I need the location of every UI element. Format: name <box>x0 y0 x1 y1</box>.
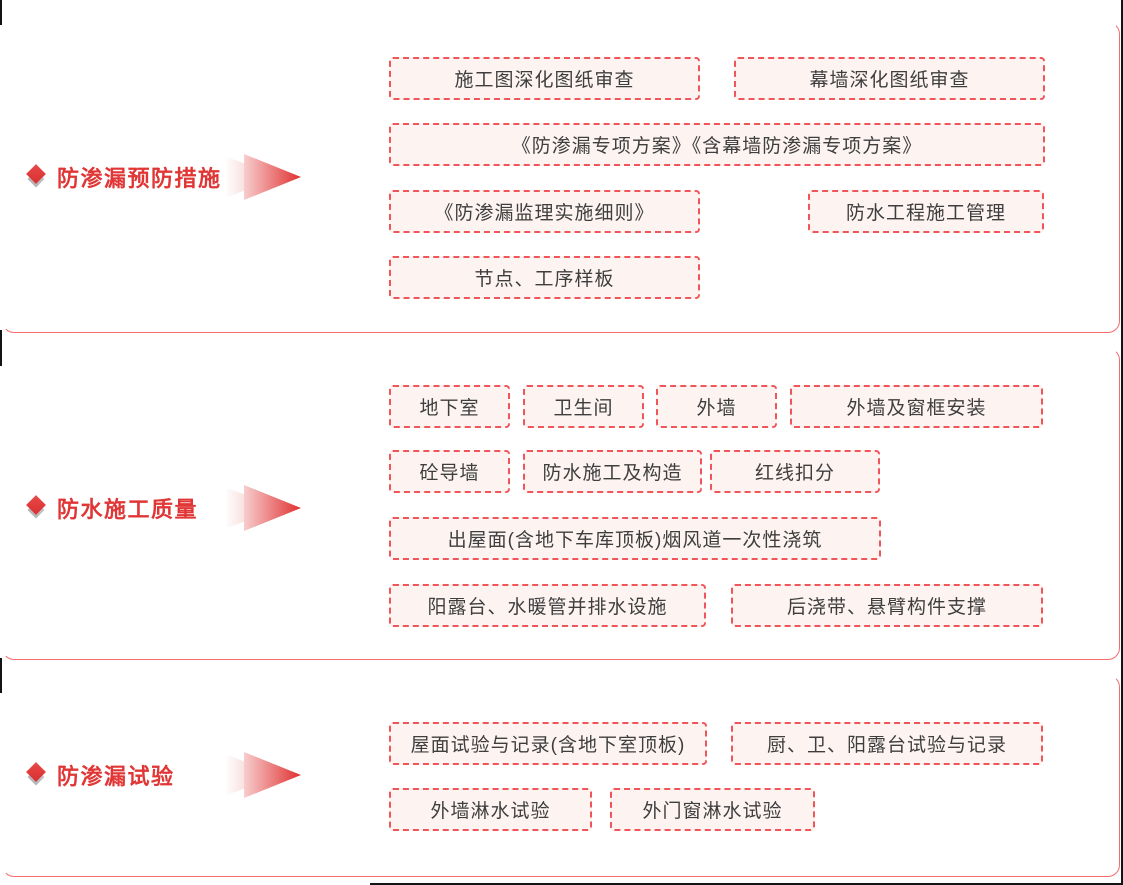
item-box: 卫生间 <box>523 385 644 428</box>
section-title: 防渗漏预防措施 <box>57 166 222 191</box>
diamond-icon <box>26 495 47 520</box>
screen-edge-left-line <box>0 0 2 25</box>
section-label-group-1: 防渗漏预防措施 <box>26 162 222 192</box>
section-3-row-1: 屋面试验与记录(含地下室顶板) 厨、卫、阳露台试验与记录 <box>389 722 1043 765</box>
section-title: 防渗漏试验 <box>57 764 175 789</box>
screen-edge-left-line <box>0 658 2 693</box>
item-box: 外门窗淋水试验 <box>610 788 815 831</box>
item-box: 防水工程施工管理 <box>808 190 1044 233</box>
item-box: 地下室 <box>389 385 510 428</box>
chevron-right-icon <box>227 485 301 531</box>
section-1-row-3: 《防渗漏监理实施细则》 防水工程施工管理 <box>389 190 1044 233</box>
chevron-front-layer <box>244 752 301 798</box>
section-3-row-2: 外墙淋水试验外门窗淋水试验 <box>389 788 815 831</box>
item-box: 阳露台、水暖管并排水设施 <box>389 584 706 627</box>
section-panel-3 <box>2 675 1120 877</box>
item-box: 屋面试验与记录(含地下室顶板) <box>389 722 707 765</box>
item-box: 《防渗漏监理实施细则》 <box>389 190 700 233</box>
section-2-row-1: 地下室卫生间外墙外墙及窗框安装 <box>389 385 1043 428</box>
chevron-right-icon <box>227 752 301 798</box>
item-box: 红线扣分 <box>710 450 880 493</box>
item-box: 节点、工序样板 <box>389 256 700 299</box>
chevron-right-icon <box>227 154 301 200</box>
section-1-row-1: 施工图深化图纸审查幕墙深化图纸审查 <box>389 57 1045 100</box>
screen-edge-right-line <box>1121 0 1123 885</box>
item-box: 外墙及窗框安装 <box>790 385 1043 428</box>
item-box: 外墙 <box>656 385 777 428</box>
diamond-icon <box>26 762 47 787</box>
item-box: 《防渗漏专项方案》《含幕墙防渗漏专项方案》 <box>389 123 1045 166</box>
item-box: 施工图深化图纸审查 <box>389 57 700 100</box>
diamond-icon <box>26 164 47 189</box>
item-box: 后浇带、悬臂构件支撑 <box>731 584 1043 627</box>
item-box: 厨、卫、阳露台试验与记录 <box>731 722 1043 765</box>
item-box: 砼导墙 <box>389 450 510 493</box>
section-label-group-3: 防渗漏试验 <box>26 760 175 790</box>
chevron-front-layer <box>244 485 301 531</box>
section-1-row-2: 《防渗漏专项方案》《含幕墙防渗漏专项方案》 <box>389 123 1045 166</box>
item-box: 防水施工及构造 <box>523 450 702 493</box>
screen-edge-left-line <box>0 330 2 366</box>
item-box: 出屋面(含地下车库顶板)烟风道一次性浇筑 <box>389 517 881 560</box>
section-1-row-4: 节点、工序样板 <box>389 256 700 299</box>
section-label-group-2: 防水施工质量 <box>26 493 199 523</box>
item-box: 幕墙深化图纸审查 <box>734 57 1045 100</box>
section-title: 防水施工质量 <box>57 497 199 522</box>
chevron-front-layer <box>244 154 301 200</box>
section-panel-2 <box>2 348 1120 660</box>
item-box: 外墙淋水试验 <box>389 788 592 831</box>
screen-edge-bottom-line <box>370 883 1123 885</box>
section-2-row-2: 砼导墙防水施工及构造红线扣分 <box>389 450 880 493</box>
section-2-row-4: 阳露台、水暖管并排水设施后浇带、悬臂构件支撑 <box>389 584 1043 627</box>
section-2-row-3: 出屋面(含地下车库顶板)烟风道一次性浇筑 <box>389 517 881 560</box>
section-panel-1 <box>2 22 1120 333</box>
